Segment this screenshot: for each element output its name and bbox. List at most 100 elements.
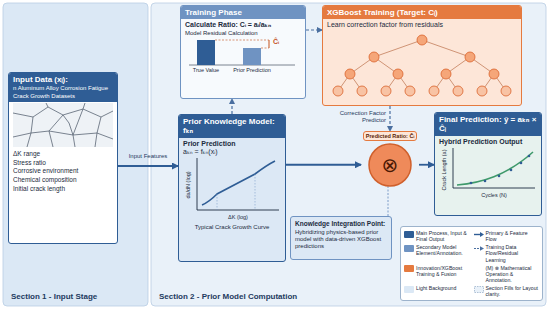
shape-path: [13, 103, 113, 147]
flow-connector: [389, 106, 390, 131]
legend-text: Secondary Model Element/Annotation.: [416, 244, 470, 256]
shape-circle: [489, 69, 499, 79]
legend-item: Light Background: [404, 285, 470, 297]
box-body: Prior Predictionaₖₙ = fₖₙ(xᵢ)da/dN (log)…: [179, 138, 285, 234]
section-fill: [3, 3, 148, 306]
edge-label: Correction Factor Predictor: [318, 110, 386, 124]
curve-chart: da/dN (log)ΔK (log): [183, 156, 281, 224]
legend-sample: [474, 231, 484, 238]
shape-circle: [345, 69, 355, 79]
callout-box: Knowledge Integration Point:Hybridizing …: [290, 216, 392, 260]
shape-circle: [510, 169, 513, 172]
legend-item: Training Data Flow/Residual Learning: [474, 244, 540, 262]
box-header: Input Data (xᵢ):n Aluminum Alloy Corrosi…: [9, 73, 117, 102]
hybrid-output-curve: [451, 148, 537, 190]
header-text: Training Phase: [185, 8, 301, 17]
legend-swatch: [404, 286, 414, 293]
box-body: Calculate Ratio: Cᵢ = aᵢ/aₖₙModel Residu…: [181, 19, 305, 76]
formula-text: Calculate Ratio: Cᵢ = aᵢ/aₖₙ: [185, 21, 301, 29]
flow-connector: [388, 186, 389, 216]
box-body: Learn correction factor from residuals: [323, 19, 521, 31]
header-text: Prior Knowledge Model: fₖₙ: [183, 117, 281, 136]
flow-connector: [286, 164, 361, 166]
shape-circle: [465, 52, 475, 62]
legend-dash-sample: [474, 245, 484, 252]
tree-wrapper: [323, 32, 521, 100]
shape-circle: [357, 86, 367, 96]
shape-path: [453, 148, 535, 188]
legend-text: Section Fills for Layout clarity.: [486, 285, 540, 297]
fusion-node: Predicted Ratio: Ĉᵢ⊗: [361, 131, 419, 186]
shape-circle: [381, 86, 391, 96]
flow-connector: [306, 29, 322, 30]
flow-connector: [231, 99, 232, 114]
shape-circle: [369, 52, 379, 62]
header-text: Final Prediction: ŷ = aₖₙ × Ĉᵢ: [439, 115, 537, 134]
section-label: Section 1 - Input Stage: [11, 292, 97, 301]
shape-path: [197, 158, 279, 210]
shape-rect: [13, 103, 113, 147]
shape-line: [422, 40, 470, 57]
section-label: Section 2 - Prior Model Computation: [159, 292, 297, 301]
legend-item: Primary & Feature Flow: [474, 230, 540, 242]
output-illustration: [451, 148, 537, 190]
output-heading: Hybrid Prediction Output: [439, 138, 537, 146]
feature-item: Stress ratio: [13, 158, 113, 167]
residual-bar-chart: [185, 37, 303, 67]
xgboost-box: XGBoost Training (Target: Cᵢ)Learn corre…: [322, 5, 522, 106]
shape-circle: [498, 175, 501, 178]
shape-rect: [197, 40, 215, 65]
shape-circle: [477, 86, 487, 96]
bar-illustration: [185, 37, 303, 67]
shape-path: [480, 232, 484, 237]
shape-path: [202, 161, 275, 205]
chart-caption: Typical Crack Growth Curve: [183, 224, 281, 231]
legend-sample: [474, 265, 484, 272]
axis-label: Cycles (N): [451, 192, 537, 198]
flow-connector: [118, 165, 178, 167]
shape-circle: [417, 35, 427, 45]
legend-line-sample: [474, 231, 484, 238]
shape-circle: [441, 69, 451, 79]
legend-swatch: [404, 245, 414, 252]
final-box: Final Prediction: ŷ = aₖₙ × Ĉᵢ Hybrid Pre…: [434, 112, 542, 216]
shape-circle: [484, 180, 487, 183]
bar-chart: True ValuePrior PredictionĈᵢ: [185, 37, 301, 75]
shape-line: [261, 47, 269, 48]
feature-item: Chemical composition: [13, 176, 113, 185]
box-body: Hybrid Prediction OutputCrack Length (a)…: [435, 136, 541, 206]
legend-box-sample: [474, 286, 484, 293]
shape-circle: [528, 155, 531, 158]
flow-connector: [419, 164, 434, 166]
legend-text: Light Background: [416, 285, 456, 291]
grain-microstructure: [13, 103, 113, 147]
axis-label: Prior Prediction: [222, 67, 282, 73]
shape-rect: [474, 286, 483, 292]
legend-text: Innovation/XGBoost Training & Fusion: [416, 265, 470, 277]
legend-text: Main Process, Input & Final Output: [416, 230, 470, 242]
curve-illustration: [195, 158, 281, 212]
box-header: XGBoost Training (Target: Cᵢ): [323, 6, 521, 19]
shape-line: [255, 174, 256, 210]
shape-circle: [333, 86, 343, 96]
axis-label: da/dN (log): [185, 172, 191, 199]
feature-list: ΔK rangeStress ratioCorrosive environmen…: [9, 148, 117, 195]
edge-label: Input Features: [120, 153, 176, 160]
shape-circle: [453, 86, 463, 96]
axis-label: Crack Length (a): [441, 150, 447, 191]
fusion-circle: ⊗: [368, 143, 412, 186]
shape-path: [480, 246, 484, 251]
shape-line: [269, 40, 270, 48]
input-box: Input Data (xᵢ):n Aluminum Alloy Corrosi…: [8, 72, 118, 244]
legend-item: Main Process, Input & Final Output: [404, 230, 470, 242]
tree-illustration: [326, 33, 518, 99]
legend-item: Innovation/XGBoost Training & Fusion: [404, 265, 470, 283]
shape-circle: [393, 69, 403, 79]
callout-text: Hybridizing physics-based prior model wi…: [295, 229, 387, 250]
feature-item: ΔK range: [13, 150, 113, 159]
legend-item: Section Fills for Layout clarity.: [474, 285, 540, 297]
ratio-label: Ĉᵢ: [273, 38, 279, 46]
shape-line: [217, 194, 218, 210]
shape-line: [474, 233, 481, 234]
